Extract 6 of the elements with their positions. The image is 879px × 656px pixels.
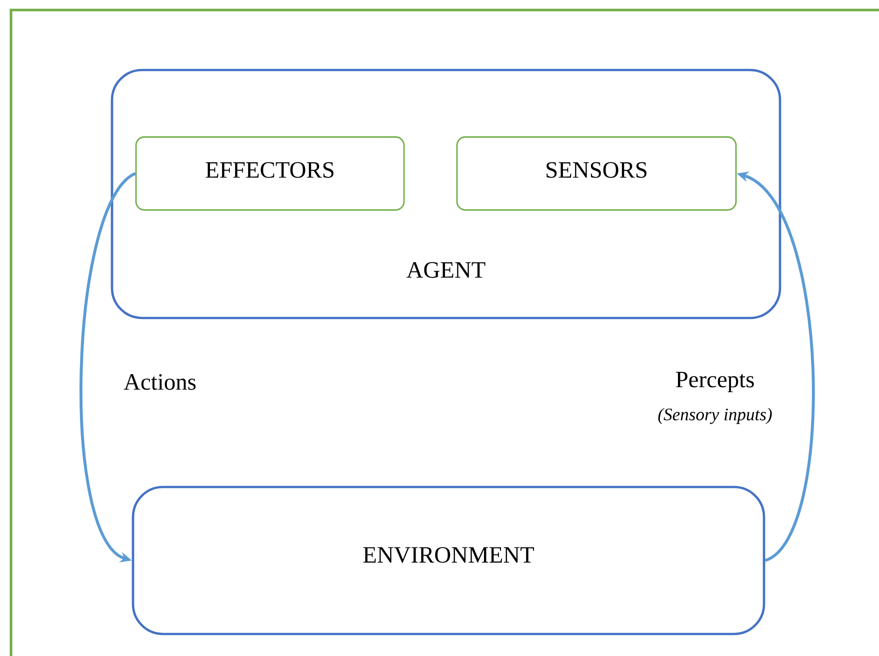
component-box: EFFECTORS [135,136,405,211]
component-box: SENSORS [456,136,737,211]
edge-label: Actions [122,372,198,392]
note-label: (Sensory inputs) [656,406,774,426]
environment-box: ENVIRONMENT [132,486,766,636]
edge-label: Percepts [674,370,756,394]
